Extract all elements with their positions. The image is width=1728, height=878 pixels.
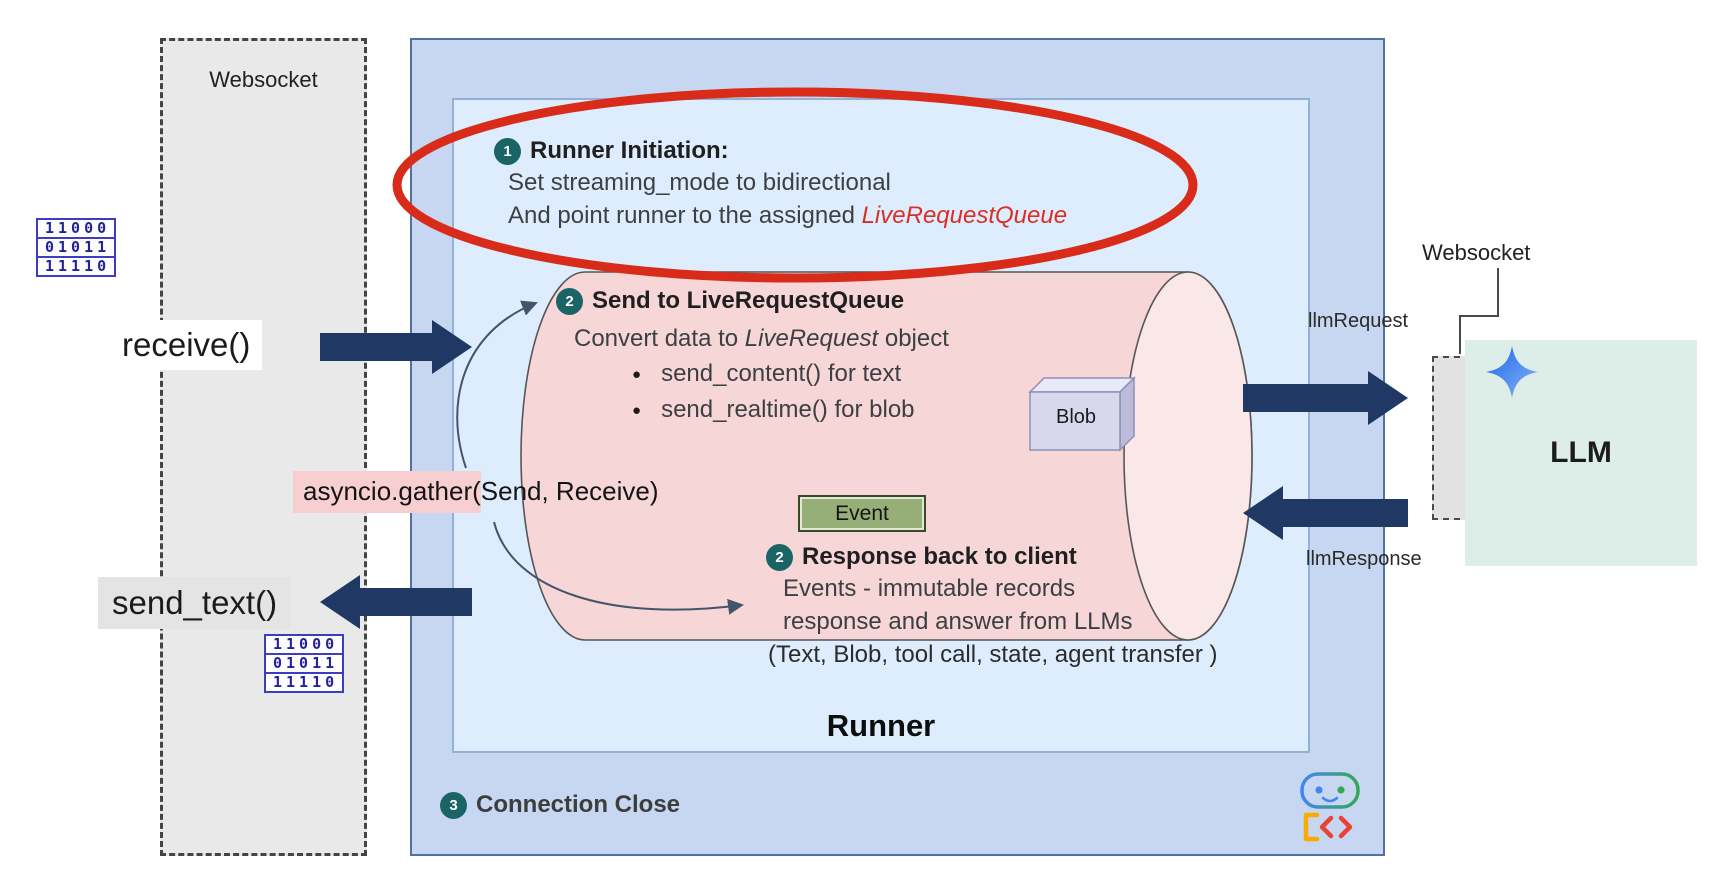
- llm-label: LLM: [1550, 436, 1612, 469]
- runner-title: Runner: [826, 708, 936, 743]
- live-request-italic: LiveRequest: [744, 325, 879, 352]
- bullet-text: send_realtime() for blob: [661, 395, 915, 423]
- step-heading: Connection Close: [476, 791, 681, 818]
- step-line: Events - immutable records: [783, 575, 1076, 602]
- step-heading: Send to LiveRequestQueue: [592, 287, 905, 314]
- bullet-dot-icon: [632, 391, 641, 427]
- llm-request-label: llmRequest: [1308, 310, 1409, 332]
- event-box: Event: [798, 495, 926, 532]
- websocket-client-panel: Websocket: [160, 38, 367, 856]
- binary-row: 01011: [36, 237, 117, 258]
- binary-row: 11000: [264, 634, 345, 655]
- step-line: Convert data to LiveRequest object: [574, 322, 949, 355]
- bullet-dot-icon: [632, 355, 641, 391]
- binary-row: 11110: [264, 672, 345, 693]
- step-line-text: Convert data to: [574, 325, 745, 352]
- binary-row: 11110: [36, 256, 117, 277]
- step-connection-close: 3 Connection Close: [440, 790, 680, 820]
- bullet-item: send_realtime() for blob: [632, 391, 949, 427]
- event-label: Event: [835, 501, 889, 525]
- step-number-badge: 2: [556, 287, 583, 315]
- gather-rest-text: Send, Receive): [480, 476, 659, 506]
- step-line: (Text, Blob, tool call, state, agent tra…: [768, 641, 1218, 668]
- step-number-badge: 2: [766, 543, 793, 571]
- bullet-text: send_content() for text: [661, 359, 902, 387]
- binary-row: 11000: [36, 218, 117, 239]
- send-text-label: send_text(): [98, 577, 292, 629]
- blob-label: Blob: [1055, 406, 1097, 428]
- binary-data-icon: 11000 01011 11110: [36, 218, 117, 277]
- llm-box: LLM: [1465, 340, 1697, 566]
- step-number-badge: 3: [440, 791, 467, 819]
- live-request-queue-highlight: LiveRequestQueue: [861, 202, 1068, 229]
- bullet-item: send_content() for text: [632, 355, 949, 391]
- step-line: response and answer from LLMs: [783, 608, 1133, 635]
- step-heading: Response back to client: [802, 543, 1077, 570]
- step-response-to-client: 2 Response back to client Events - immut…: [766, 542, 1218, 671]
- step-line-text: And point runner to the assigned: [508, 202, 862, 229]
- step-number-badge: 1: [494, 137, 521, 165]
- websocket-server-title: Websocket: [1422, 240, 1531, 265]
- asyncio-gather-label: asyncio.gather(Send, Receive): [293, 471, 663, 513]
- step-send-to-queue: 2 Send to LiveRequestQueue Convert data …: [556, 286, 949, 427]
- websocket-client-title: Websocket: [209, 67, 318, 92]
- step-runner-initiation: 1 Runner Initiation: Set streaming_mode …: [494, 136, 1067, 232]
- step-line: And point runner to the assigned LiveReq…: [508, 199, 1067, 232]
- receive-label: receive(): [110, 320, 263, 370]
- binary-data-icon: 11000 01011 11110: [264, 634, 345, 693]
- step-line-text: object: [878, 325, 949, 352]
- step-heading: Runner Initiation:: [530, 137, 729, 164]
- llm-response-label: llmResponse: [1306, 548, 1422, 570]
- step-line: Set streaming_mode to bidirectional: [508, 169, 891, 196]
- gather-highlighted-text: asyncio.gather(: [293, 471, 481, 513]
- binary-row: 01011: [264, 653, 345, 674]
